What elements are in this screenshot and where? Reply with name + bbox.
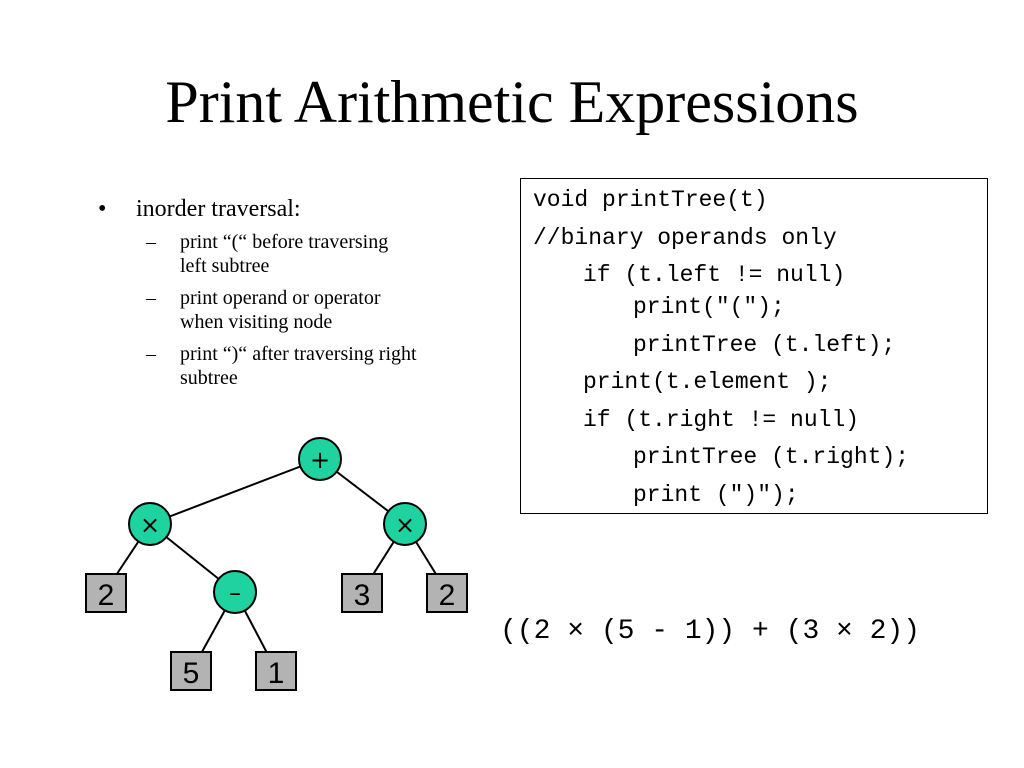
dash-icon: – <box>146 231 156 253</box>
slide-title: Print Arithmetic Expressions <box>165 69 859 135</box>
code-line: if (t.left != null) <box>583 262 846 288</box>
node-label: – <box>229 579 241 607</box>
code-line: print (")"); <box>633 481 799 508</box>
sub-bullet-line: print operand or operator <box>180 287 381 309</box>
leaf-label: 2 <box>439 579 456 612</box>
tree-edges <box>104 458 448 671</box>
sub-bullet-item: – print operand or operator when visitin… <box>98 286 498 334</box>
node-label: × <box>395 511 415 539</box>
sub-bullet-line: print “)“ after traversing right <box>180 343 417 365</box>
dash-icon: – <box>146 343 156 365</box>
leaf-node-5: 5 <box>170 651 212 691</box>
operator-node-times-left: × <box>128 502 172 546</box>
operator-node-plus: + <box>298 437 342 481</box>
bullet-list: • inorder traversal: – print “(“ before … <box>98 194 498 398</box>
dash-icon: – <box>146 287 156 309</box>
code-box: void printTree(t) //binary operands only… <box>520 178 988 514</box>
sub-bullet-line: subtree <box>180 367 238 389</box>
node-label: + <box>310 446 330 474</box>
code-line: printTree (t.left); <box>633 331 896 358</box>
leaf-label: 1 <box>268 657 285 690</box>
leaf-node-1: 1 <box>255 651 297 691</box>
leaf-node-2-right: 2 <box>426 573 468 613</box>
expression-result: ((2 × (5 - 1)) + (3 × 2)) <box>500 616 921 647</box>
bullet-text: inorder traversal: <box>136 196 301 222</box>
code-line: void printTree(t) <box>533 187 768 213</box>
sub-bullet-item: – print “)“ after traversing right subtr… <box>98 342 498 390</box>
sub-bullet-item: – print “(“ before traversing left subtr… <box>98 230 498 278</box>
leaf-label: 2 <box>98 579 115 612</box>
sub-bullet-line: print “(“ before traversing <box>180 231 389 253</box>
operator-node-times-right: × <box>383 502 427 546</box>
code-line: printTree (t.right); <box>633 444 910 470</box>
leaf-node-3: 3 <box>341 573 383 613</box>
bullet-item: • inorder traversal: <box>98 194 498 224</box>
leaf-label: 3 <box>354 579 371 612</box>
code-line: print("("); <box>633 294 785 320</box>
sub-bullet-line: when visiting node <box>180 311 333 333</box>
node-label: × <box>140 511 160 539</box>
code-line: print(t.element ); <box>583 369 832 395</box>
sub-bullet-list: – print “(“ before traversing left subtr… <box>98 230 498 390</box>
operator-node-minus: – <box>213 570 257 614</box>
bullet-dot-icon: • <box>98 196 107 222</box>
tree-edge <box>149 458 321 525</box>
code-line: if (t.right != null) <box>583 406 860 433</box>
leaf-label: 5 <box>183 657 200 690</box>
sub-bullet-line: left subtree <box>180 255 270 277</box>
leaf-node-2: 2 <box>85 573 127 613</box>
code-line: //binary operands only <box>533 224 837 251</box>
